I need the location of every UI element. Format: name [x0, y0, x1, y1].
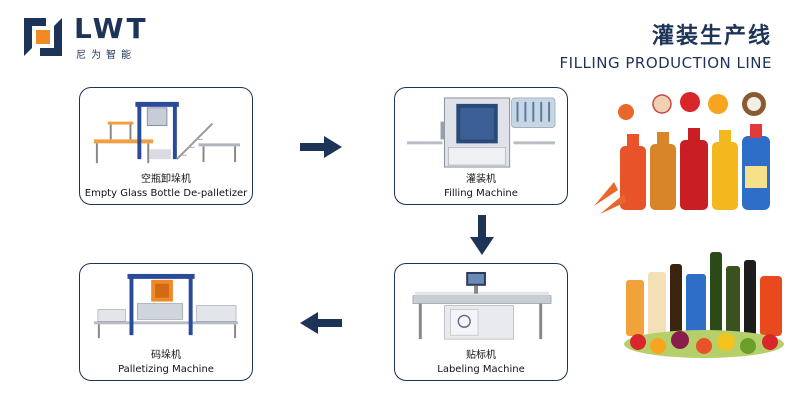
filling-machine-image [406, 97, 556, 168]
page-title-cn: 灌装生产线 [651, 24, 772, 49]
step-card-depalletizer: 空瓶卸垛机 Empty Glass Bottle De-palletizer [79, 87, 253, 205]
logo-mark-icon [24, 18, 62, 56]
labeling-machine-image [412, 271, 552, 340]
step-card-labeling: 贴标机 Labeling Machine [394, 263, 568, 381]
arrow-right-icon [300, 136, 342, 158]
step-label-cn: 空瓶卸垛机 [141, 174, 191, 185]
step-label-en: Filling Machine [444, 188, 518, 199]
step-label-en: Palletizing Machine [118, 364, 214, 375]
page-title-en: FILLING PRODUCTION LINE [559, 54, 772, 72]
step-label-en: Labeling Machine [437, 364, 525, 375]
step-label-cn: 码垛机 [151, 350, 181, 361]
step-label-en: Empty Glass Bottle De-palletizer [84, 188, 248, 199]
step-card-palletizing: 码垛机 Palletizing Machine [79, 263, 253, 381]
arrow-left-icon [300, 312, 342, 334]
palletizing-machine-image [93, 273, 239, 339]
arrow-down-icon [470, 215, 494, 255]
logo-text: LWT [74, 12, 149, 45]
logo-subtitle: 尼为智能 [76, 50, 136, 61]
step-card-filling: 灌装机 Filling Machine [394, 87, 568, 205]
step-label-cn: 贴标机 [466, 350, 496, 361]
depalletizer-machine-image [93, 101, 241, 164]
brand-logo: LWT 尼为智能 [22, 12, 172, 64]
juice-bottles-image [594, 92, 770, 214]
step-label-cn: 灌装机 [466, 174, 496, 185]
beverage-fruit-image [624, 252, 784, 358]
